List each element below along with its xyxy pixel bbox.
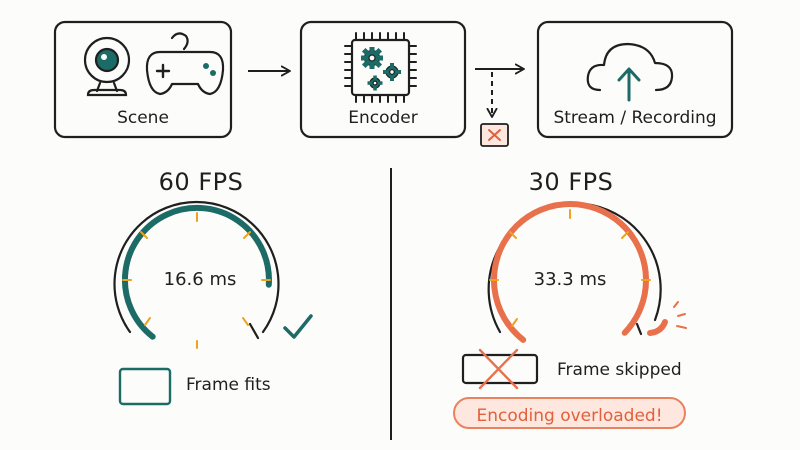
gauge-60fps-progress <box>121 204 272 340</box>
fps30-frame-time: 33.3 ms <box>533 269 607 290</box>
scene-box <box>53 20 233 139</box>
gauge-60fps-outline <box>113 200 280 334</box>
overload-warning-text: Encoding overloaded! <box>476 406 663 426</box>
output-label: Stream / Recording <box>553 108 717 128</box>
encoder-box <box>299 20 467 139</box>
output-box <box>536 20 734 139</box>
frame-skipped-swatch <box>461 348 539 390</box>
webcam-icon <box>83 36 131 97</box>
frame-skipped-label: Frame skipped <box>557 360 682 380</box>
fps60-title: 60 FPS <box>158 168 244 196</box>
check-icon <box>283 314 313 339</box>
gauge-30fps-ticks <box>489 209 651 327</box>
cloud-upload-icon <box>586 42 674 102</box>
gauge-30fps-outline <box>487 202 662 334</box>
fps30-title: 30 FPS <box>528 168 614 196</box>
frame-fits-swatch <box>118 367 172 406</box>
encoder-label: Encoder <box>348 108 418 128</box>
overload-warning-badge: Encoding overloaded! <box>453 397 686 429</box>
frame-fits-label: Frame fits <box>186 375 271 395</box>
fps60-frame-time: 16.6 ms <box>163 269 237 290</box>
x-mark-icon <box>480 123 509 147</box>
gamepad-icon <box>145 32 225 96</box>
gauge-60fps <box>113 200 280 349</box>
gauge-60fps-ticks <box>122 212 271 349</box>
cpu-gears-icon <box>344 32 417 103</box>
overflow-arc <box>647 319 668 336</box>
gauge-30fps-end-mark <box>635 322 643 336</box>
scene-label: Scene <box>117 108 169 128</box>
overflow-burst <box>673 301 687 329</box>
gauge-30fps-progress <box>491 201 650 343</box>
gauge-60fps-end-mark <box>248 322 260 340</box>
gauge-30fps <box>487 201 687 343</box>
